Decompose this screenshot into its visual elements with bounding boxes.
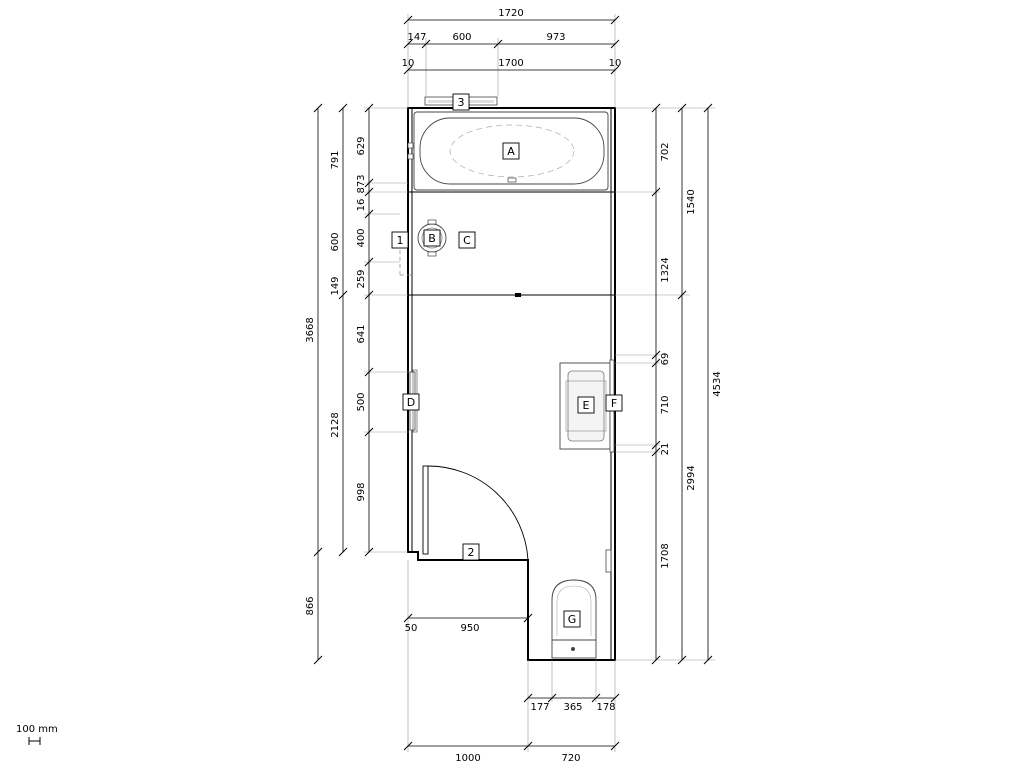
tag-G-label: G: [568, 613, 577, 626]
tag-2: 2: [462, 543, 480, 561]
toilet-roll-holder: [605, 549, 612, 573]
tag-B-label: B: [428, 232, 436, 245]
dim-left-600: 600: [330, 232, 341, 251]
dim-door-950: 950: [460, 623, 479, 634]
extension-lines: [364, 14, 715, 752]
tag-A-label: A: [507, 145, 515, 158]
dim-bottom-177: 177: [530, 702, 549, 713]
dim-left-998: 998: [356, 482, 367, 501]
dim-right-1324: 1324: [660, 257, 671, 282]
dim-top-total: 1720: [498, 8, 523, 19]
tag-E-label: E: [583, 399, 590, 412]
dim-bottom-720: 720: [561, 753, 580, 764]
scale-label: 100 mm: [16, 724, 58, 735]
dim-top-left-wall: 10: [402, 58, 415, 69]
tag-1: 1: [391, 231, 409, 249]
door: [422, 465, 529, 561]
dim-left-791: 791: [330, 150, 341, 169]
dim-bottom-178: 178: [596, 702, 615, 713]
dim-right-21: 21: [660, 443, 671, 456]
tag-E: E: [577, 396, 595, 414]
tag-G: G: [563, 610, 581, 628]
dim-left-2128: 2128: [330, 412, 341, 437]
dim-left-629: 629: [356, 136, 367, 155]
dim-right-2994: 2994: [686, 465, 697, 490]
tag-F: F: [605, 394, 623, 412]
dimension-labels: 1720 147 600 973 10 1700 10 629 16 873 4…: [305, 8, 723, 764]
tag-1-label: 1: [397, 234, 404, 247]
tag-3: 3: [452, 93, 470, 111]
dim-door-50: 50: [405, 623, 418, 634]
dim-left-3668: 3668: [305, 317, 316, 342]
dim-top-seg3: 973: [546, 32, 565, 43]
tag-D: D: [402, 393, 420, 411]
dim-left-149: 149: [330, 276, 341, 295]
dim-left-641: 641: [356, 324, 367, 343]
dim-left-500: 500: [356, 392, 367, 411]
dim-left-866: 866: [305, 596, 316, 615]
tag-C: C: [458, 231, 476, 249]
tag-A: A: [502, 142, 520, 160]
dim-left-400: 400: [356, 228, 367, 247]
dim-top-right-wall: 10: [609, 58, 622, 69]
tag-D-label: D: [407, 396, 415, 409]
scale-bar: 100 mm: [16, 724, 58, 745]
dim-left-16: 16: [356, 199, 367, 212]
tags: A B C D E F G 1: [391, 93, 623, 628]
dim-right-1540: 1540: [686, 189, 697, 214]
dim-right-4534: 4534: [712, 371, 723, 396]
dim-left-873: 873: [356, 174, 367, 193]
dim-right-69: 69: [660, 353, 671, 366]
dim-right-710: 710: [660, 395, 671, 414]
dim-right-702: 702: [660, 142, 671, 161]
dimension-lines: [317, 19, 709, 747]
dim-top-inner: 1700: [498, 58, 523, 69]
dim-left-259: 259: [356, 269, 367, 288]
dim-bottom-365: 365: [563, 702, 582, 713]
tag-F-label: F: [611, 397, 617, 410]
tag-2-label: 2: [468, 546, 475, 559]
tag-3-label: 3: [458, 96, 465, 109]
dim-right-1708: 1708: [660, 543, 671, 568]
dim-bottom-1000: 1000: [455, 753, 480, 764]
screen-handle: [515, 293, 521, 297]
dimension-ticks: [313, 15, 713, 751]
tag-C-label: C: [463, 234, 471, 247]
dim-top-seg1: 147: [407, 32, 426, 43]
toilet: [551, 579, 597, 659]
dim-top-seg2: 600: [452, 32, 471, 43]
tag-B: B: [423, 229, 441, 247]
